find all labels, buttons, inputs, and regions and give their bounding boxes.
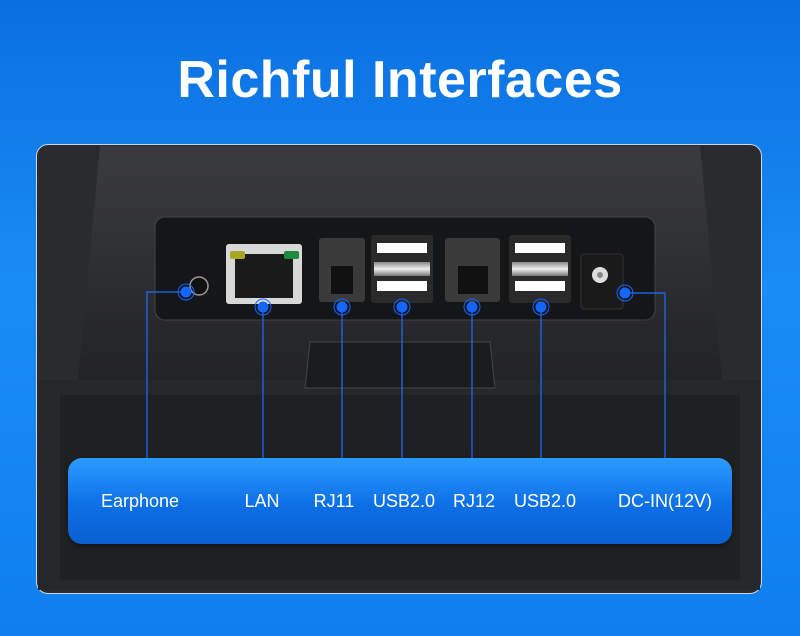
marker-dc	[616, 284, 634, 302]
marker-earphone	[177, 283, 195, 301]
stand-handle	[304, 341, 496, 389]
label-earphone: Earphone	[100, 491, 180, 511]
port-markers	[177, 283, 634, 316]
marker-usb-1	[393, 298, 411, 316]
label-rj11: RJ11	[313, 491, 355, 511]
marker-rj11	[333, 298, 351, 316]
marker-rj12	[463, 298, 481, 316]
port-label-bar	[68, 458, 732, 544]
label-usb-2: USB2.0	[513, 491, 577, 511]
label-rj12: RJ12	[452, 491, 496, 511]
marker-usb-2	[532, 298, 550, 316]
label-lan: LAN	[244, 491, 280, 511]
label-dc-in: DC-IN(12V)	[617, 491, 713, 511]
marker-lan	[254, 298, 272, 316]
page-title: Richful Interfaces	[177, 51, 623, 109]
leader-lines	[146, 291, 666, 460]
earphone-jack	[189, 276, 209, 296]
label-usb-1: USB2.0	[372, 491, 436, 511]
